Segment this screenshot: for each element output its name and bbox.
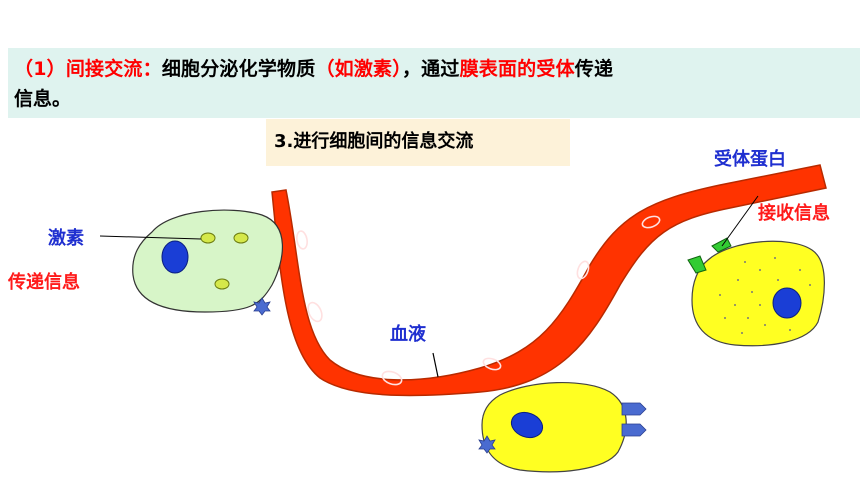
header-seg-1: 细胞分泌化学物质 <box>161 58 316 80</box>
blood-pointer-line <box>432 352 439 378</box>
bottom-cell-nucleus <box>510 411 544 439</box>
target-cell-nucleus <box>772 287 802 319</box>
receptor-protein-icon <box>687 237 732 274</box>
membrane-arrow-protein-icon <box>621 402 647 416</box>
membrane-arrow-protein-icon <box>621 423 647 437</box>
bottom-cell-membrane <box>481 381 627 473</box>
header-seg-2: （如激素） <box>315 58 402 80</box>
section-title: 3.进行细胞间的信息交流 <box>274 131 474 152</box>
blood-vessel <box>271 164 827 397</box>
header-banner <box>8 48 860 118</box>
membrane-star-protein-icon <box>253 297 271 316</box>
label-receive-info: 接收信息 <box>758 203 830 224</box>
hormone-pointer-line <box>99 235 202 240</box>
target-cell <box>687 237 825 347</box>
blood-cell <box>296 230 308 250</box>
blood-cell <box>641 215 661 229</box>
blood-cell <box>482 357 502 371</box>
blood-cell <box>307 301 323 323</box>
secreting-cell-nucleus <box>161 240 189 274</box>
vessel-wall <box>271 164 827 397</box>
hormone-vesicle <box>214 278 230 290</box>
label-blood: 血液 <box>390 324 426 345</box>
secreting-cell <box>132 209 283 316</box>
header-seg-4: 膜表面的受体 <box>459 58 575 80</box>
membrane-star-protein-icon <box>478 435 496 454</box>
header-seg-0: （1）间接交流： <box>14 58 162 80</box>
cytoplasm-dots <box>719 257 811 334</box>
bottom-cell <box>478 381 647 473</box>
header-seg-3: ，通过 <box>401 58 460 80</box>
secreting-cell-membrane <box>132 209 283 313</box>
header-seg-5: 传递 <box>574 58 614 80</box>
section-title-box <box>266 119 570 166</box>
hormone-vesicle <box>233 232 249 244</box>
receptor-pointer-line <box>721 195 759 247</box>
red-blood-cells <box>296 215 661 386</box>
label-transmit-info: 传递信息 <box>8 272 80 293</box>
header-text-line1: （1）间接交流：细胞分泌化学物质（如激素），通过膜表面的受体传递 <box>14 54 613 81</box>
blood-cell <box>576 260 590 280</box>
label-receptor-protein: 受体蛋白 <box>714 149 786 170</box>
label-hormone: 激素 <box>48 228 84 249</box>
blood-cell <box>381 370 403 386</box>
hormone-vesicle <box>200 232 216 244</box>
target-cell-membrane <box>691 240 825 347</box>
header-text-line2: 信息。 <box>14 88 72 110</box>
